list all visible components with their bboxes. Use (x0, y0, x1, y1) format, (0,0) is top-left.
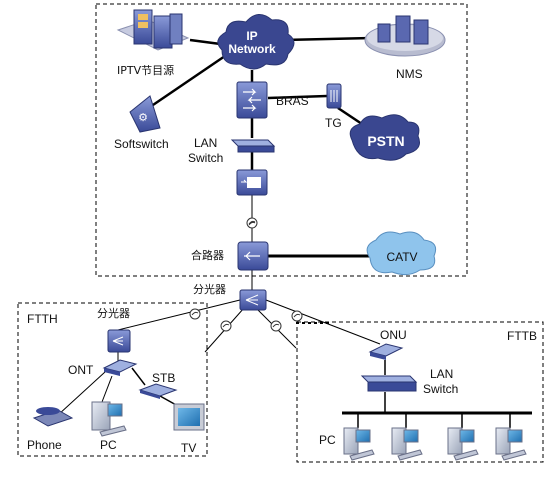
ont-icon (102, 359, 138, 376)
pc-fttb-label: PC (319, 433, 336, 447)
combiner-icon (237, 241, 269, 271)
nms-server-icon (364, 15, 446, 57)
splitter-main-label: 分光器 (193, 282, 226, 296)
core-network-region (95, 3, 468, 277)
catv-cloud-icon: CATV (366, 231, 437, 276)
pc-icon (391, 427, 423, 461)
splitter-ftth-label: 分光器 (97, 306, 130, 320)
tg-gateway-icon (326, 83, 342, 109)
tv-icon (173, 403, 205, 431)
ip-network-label-line1: IP (246, 29, 257, 43)
onu-label: ONU (380, 328, 407, 342)
fiber-connector-icons (189, 217, 303, 332)
nms-label: NMS (396, 67, 423, 81)
phone-label: Phone (27, 438, 62, 452)
tv-label: TV (181, 441, 196, 455)
pc-icon (495, 427, 527, 461)
pc-icon (447, 427, 479, 461)
lan-switch-fttb-icon (360, 375, 418, 392)
pc-icon (343, 427, 375, 461)
splitter-main-icon (239, 289, 267, 311)
splitter-ftth-icon (107, 329, 131, 353)
lan-switch-top-label-line2: Switch (188, 151, 223, 165)
phone-icon (32, 407, 74, 427)
ip-network-label-line2: Network (228, 42, 276, 56)
pc-fttb-icons (343, 427, 527, 461)
olt-icon (236, 169, 268, 196)
tg-label: TG (325, 116, 342, 130)
stb-icon (138, 383, 178, 399)
iptv-source-label: IPTV节目源 (117, 63, 174, 77)
lan-switch-fttb-label-line1: LAN (430, 367, 453, 381)
fiber-connector-icon (270, 320, 282, 332)
onu-icon (368, 343, 404, 360)
softswitch-icon: ⚙ (129, 95, 161, 133)
fiber-connector-icon (189, 308, 201, 320)
lan-switch-fttb-label-line2: Switch (423, 382, 458, 396)
fttb-region-label: FTTB (507, 329, 537, 343)
catv-label: CATV (386, 250, 417, 264)
lan-switch-top-icon (230, 139, 276, 153)
softswitch-label: Softswitch (114, 137, 169, 151)
iptv-server-icon (116, 9, 190, 51)
lan-switch-top-label-line1: LAN (194, 136, 217, 150)
ip-network-cloud-icon: IP Network (217, 14, 295, 70)
ont-label: ONT (68, 363, 94, 377)
bras-router-icon (236, 81, 268, 119)
pc-ftth-icon (91, 401, 127, 437)
fttb-region (296, 321, 544, 463)
ftth-region (17, 302, 208, 457)
fiber-connector-icon (246, 217, 258, 229)
svg-text:⚙: ⚙ (138, 111, 148, 124)
bras-label: BRAS (276, 94, 309, 108)
pstn-label: PSTN (367, 133, 404, 149)
fiber-connector-icon (291, 310, 303, 322)
pstn-cloud-icon: PSTN (349, 114, 420, 161)
combiner-label: 合路器 (191, 248, 224, 262)
stb-label: STB (152, 371, 175, 385)
pc-ftth-label: PC (100, 438, 117, 452)
ftth-region-label: FTTH (27, 312, 58, 326)
fiber-connector-icon (220, 320, 232, 332)
